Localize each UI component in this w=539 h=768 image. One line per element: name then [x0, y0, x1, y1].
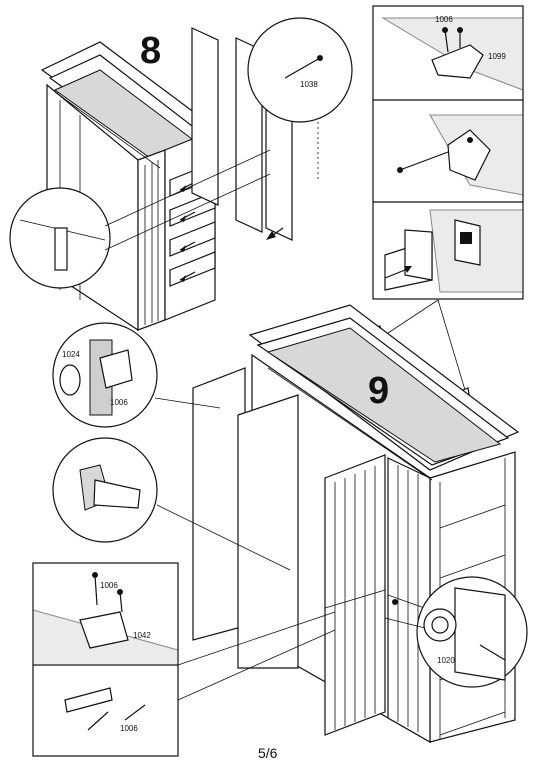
hinge-plate-label: 1024 — [62, 350, 80, 359]
step8-zoom-circle — [9, 149, 271, 289]
hinge-detail — [52, 322, 291, 571]
catch-screw-top-label: 1006 — [100, 581, 118, 590]
page-number: 5/6 — [258, 745, 278, 761]
bracket-part-label: 1099 — [488, 52, 506, 61]
step-8-number: 8 — [140, 30, 162, 72]
knob-part-label: 1020 — [437, 656, 455, 665]
screw-part-label: 1006 — [435, 15, 453, 24]
nail-detail — [247, 17, 353, 123]
bracket-detail-box — [372, 5, 524, 300]
hinge-screw-label: 1006 — [110, 398, 128, 407]
nail-part-label: 1038 — [300, 80, 318, 89]
magnet-catch-label: 1042 — [133, 631, 151, 640]
knob-detail — [384, 576, 528, 688]
crown-pattern — [54, 91, 433, 481]
catch-screw-bottom-label: 1006 — [120, 724, 138, 733]
step-9-number: 9 — [368, 370, 390, 412]
catch-detail-box — [32, 562, 336, 757]
